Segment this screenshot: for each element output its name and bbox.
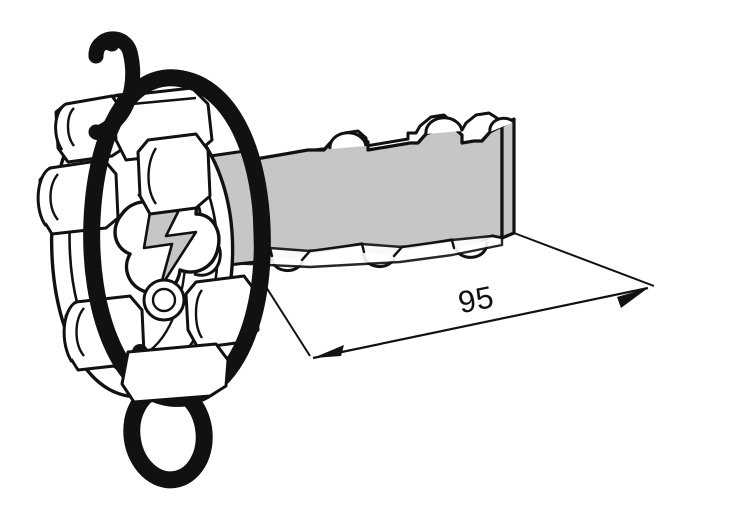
band-highlight bbox=[182, 102, 200, 128]
clip-upper-left-mouth bbox=[54, 102, 67, 151]
dimension-arrow-right bbox=[617, 288, 648, 308]
clover-pivot-inner bbox=[151, 287, 177, 313]
clip-right-mid-inner bbox=[194, 289, 204, 339]
hub-bottom-face bbox=[120, 342, 230, 404]
extension-line-left bbox=[253, 267, 311, 357]
rail-bottom-edge-band bbox=[226, 234, 504, 269]
rail-top-notch-1 bbox=[328, 131, 368, 150]
dimension-line bbox=[312, 286, 649, 360]
upper-hook-wire bbox=[88, 31, 141, 140]
dimension-arrow-left bbox=[313, 345, 344, 358]
notched-flat-rail bbox=[212, 111, 516, 273]
clip-inner-upper-arc bbox=[147, 147, 158, 205]
clip-upper-left-inner bbox=[66, 107, 75, 147]
dimension-annotation: 95 bbox=[253, 232, 655, 360]
clip-mid-left-mouth bbox=[36, 166, 51, 227]
clip-lower-left-mouth bbox=[62, 300, 77, 363]
hub-bottom-plate bbox=[120, 342, 230, 404]
clip-lower-left-inner bbox=[75, 307, 85, 357]
dimension-value-text: 95 bbox=[455, 279, 497, 320]
hook-tip bbox=[88, 35, 120, 64]
rail-top-notch-2 bbox=[424, 116, 464, 135]
rail-right-end-face bbox=[500, 117, 516, 240]
clip-mid-left-inner bbox=[49, 173, 59, 221]
clip-upper-mid-edge bbox=[131, 96, 197, 106]
extension-line-right bbox=[513, 232, 655, 287]
clip-inner-upper bbox=[136, 132, 212, 216]
clip-inner-upper-body bbox=[136, 132, 212, 216]
rail-top-notch-3 bbox=[488, 116, 516, 133]
